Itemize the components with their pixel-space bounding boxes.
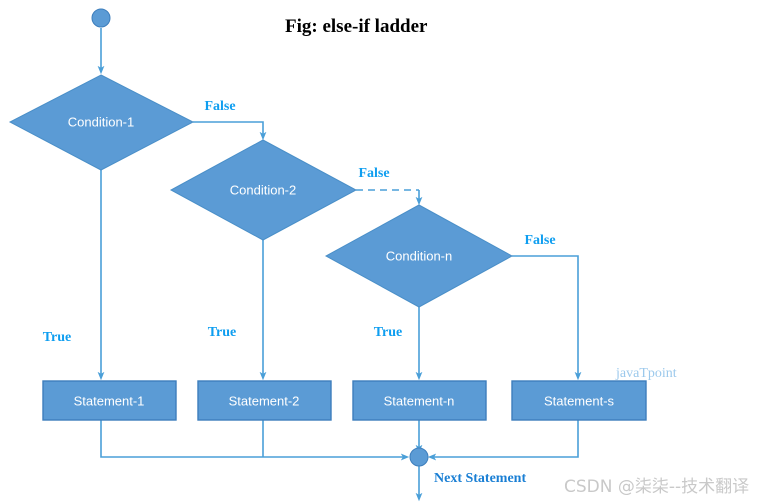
decision-condition-2[interactable] — [169, 139, 358, 241]
connector-statement-s-to-merge — [427, 420, 579, 461]
page-title: Fig: else-if ladder — [285, 16, 428, 37]
edge-label-false-condition-1: False — [204, 99, 236, 114]
connector-statement-1-to-merge — [100, 420, 410, 461]
connector-condition-1-false-to-condition-2 — [193, 121, 267, 141]
edge-label-true-condition-2: True — [207, 325, 237, 340]
merge-junction-node[interactable] — [409, 447, 429, 467]
decision-condition-n[interactable] — [324, 204, 514, 308]
start-node[interactable] — [91, 8, 111, 28]
process-statement-n[interactable] — [352, 380, 487, 421]
process-statement-s[interactable] — [511, 380, 647, 421]
edge-label-true-condition-n: True — [373, 325, 403, 340]
edge-label-true-condition-1: True — [42, 330, 72, 345]
source-watermark: javaTpoint — [616, 366, 677, 381]
connector-condition-n-false-to-statement-s — [512, 255, 582, 381]
process-statement-2[interactable] — [197, 380, 332, 421]
decision-condition-1[interactable] — [8, 74, 195, 171]
credit-watermark: CSDN @柒柒--技术翻译 — [564, 477, 750, 497]
merge-junction-label: Next Statement — [434, 471, 527, 486]
process-statement-1[interactable] — [42, 380, 177, 421]
edge-label-false-condition-n: False — [524, 233, 556, 248]
edge-label-false-condition-2: False — [358, 166, 390, 181]
